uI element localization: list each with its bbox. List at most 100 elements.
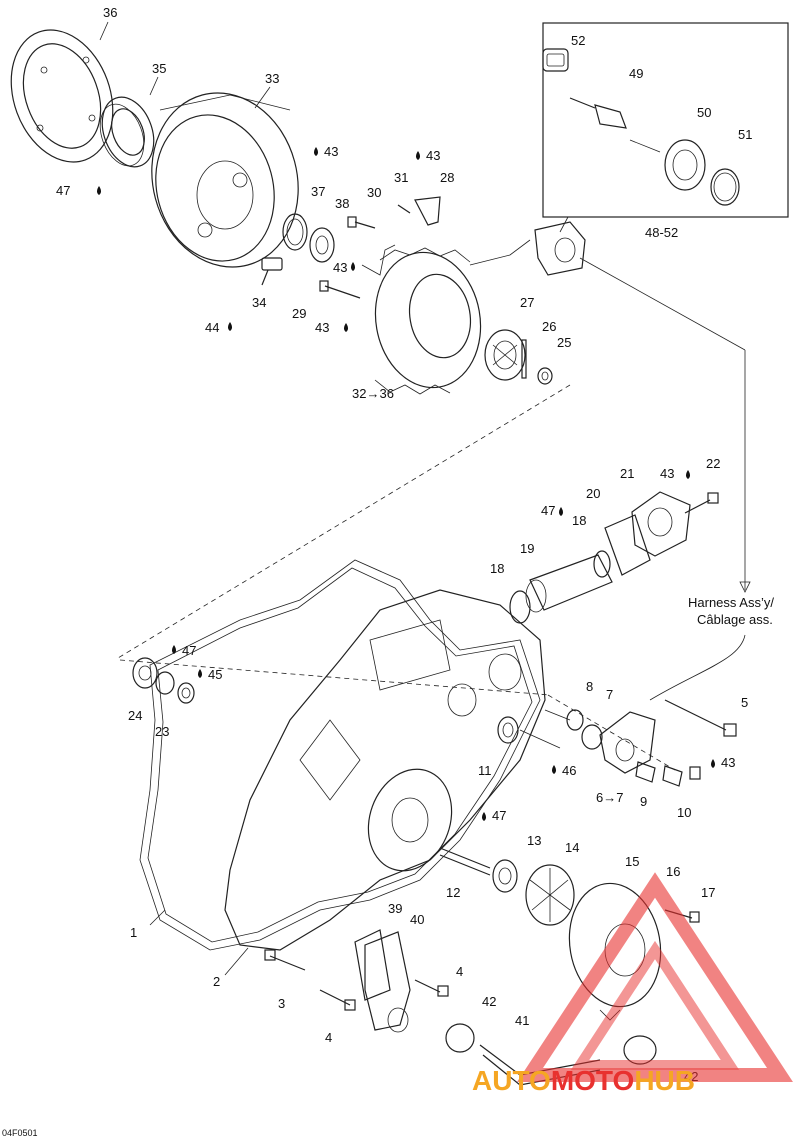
bushing-38 xyxy=(309,227,335,263)
stator-32-36 xyxy=(361,239,531,395)
harness-label-line2: Câblage ass. xyxy=(697,612,773,627)
callout-36: 36 xyxy=(103,5,117,20)
bolt-5 xyxy=(664,699,737,737)
callout-49: 49 xyxy=(629,66,643,81)
sensor-6-7 xyxy=(599,711,656,774)
bearing-27 xyxy=(484,329,526,381)
callout-44: 44 xyxy=(205,320,219,335)
shaft-12 xyxy=(439,847,491,876)
callout-20: 20 xyxy=(586,486,600,501)
callout-11: 11 xyxy=(478,763,492,778)
callout-14: 14 xyxy=(565,840,579,855)
bolt-22 xyxy=(684,492,719,514)
connector-block xyxy=(534,221,586,276)
callout-43: 43 xyxy=(315,320,329,335)
callout-39: 39 xyxy=(388,901,402,916)
o-ring-7 xyxy=(581,724,603,750)
sleeve-19 xyxy=(525,554,613,613)
bolt-30 xyxy=(347,216,376,229)
callout-45: 45 xyxy=(208,667,222,682)
bolt-4a xyxy=(319,989,356,1011)
callout-6-7: 6→7 xyxy=(596,790,623,805)
callout-8: 8 xyxy=(586,679,593,694)
clip-9 xyxy=(635,761,683,787)
callout-48-52: 48-52 xyxy=(645,225,678,240)
gasket-37 xyxy=(282,213,308,251)
callout-47: 47 xyxy=(56,183,70,198)
pin-26 xyxy=(521,339,527,379)
gasket-20 xyxy=(604,514,651,576)
bearing-24 xyxy=(132,657,158,689)
callout-10: 10 xyxy=(677,805,691,820)
washer-25 xyxy=(537,367,553,385)
bolt-4b xyxy=(414,979,449,997)
callout-43: 43 xyxy=(333,260,347,275)
detail-box-48-52 xyxy=(542,22,789,233)
thermostat-housing-40 xyxy=(364,931,411,1033)
seal-11 xyxy=(497,716,519,744)
callout-23: 23 xyxy=(155,724,169,739)
callout-35: 35 xyxy=(152,61,166,76)
callout-37: 37 xyxy=(311,184,325,199)
crankcase-cover-2 xyxy=(224,589,546,951)
callout-22: 22 xyxy=(706,456,720,471)
callout-1: 1 xyxy=(130,925,137,940)
callout-47: 47 xyxy=(492,808,506,823)
callout-43: 43 xyxy=(426,148,440,163)
callout-16: 16 xyxy=(666,864,680,879)
callout-43: 43 xyxy=(324,144,338,159)
callout-30: 30 xyxy=(367,185,381,200)
clamp-28 xyxy=(414,196,441,226)
callout-21: 21 xyxy=(620,466,634,481)
bolt-3 xyxy=(264,949,306,971)
callout-52: 52 xyxy=(571,33,585,48)
callout-32-36: 32→36 xyxy=(352,386,394,401)
o-ring-18a xyxy=(509,590,531,624)
impeller-14 xyxy=(525,864,575,926)
callout-2: 2 xyxy=(213,974,220,989)
sprag-clutch-35 xyxy=(99,96,155,168)
harness-assembly-note: Harness Ass’y/ Câblage ass. xyxy=(688,595,774,627)
bearing-24b xyxy=(155,671,175,695)
callout-9: 9 xyxy=(640,794,647,809)
callout-4: 4 xyxy=(325,1030,332,1045)
callout-47: 47 xyxy=(541,503,555,518)
callout-34: 34 xyxy=(252,295,266,310)
gasket-39 xyxy=(354,929,391,1001)
callout-4: 4 xyxy=(456,964,463,979)
callout-43: 43 xyxy=(660,466,674,481)
callout-24: 24 xyxy=(128,708,142,723)
callout-labels: 36 35 33 47 43 43 31 28 37 30 38 43 34 4… xyxy=(56,5,752,1084)
bolt-10 xyxy=(689,766,701,780)
callout-38: 38 xyxy=(335,196,349,211)
clamp-42b xyxy=(623,1035,657,1065)
callout-51: 51 xyxy=(738,127,752,142)
watermark-text: AUTOMOTOHUB xyxy=(472,1065,695,1096)
callout-13: 13 xyxy=(527,833,541,848)
o-ring-18b xyxy=(593,550,611,578)
screw-34 xyxy=(261,257,283,286)
flywheel-33 xyxy=(151,92,299,268)
figure-code: 04F0501 xyxy=(2,1128,38,1138)
callout-43: 43 xyxy=(721,755,735,770)
callout-7: 7 xyxy=(606,687,613,702)
callout-33: 33 xyxy=(265,71,279,86)
callout-47: 47 xyxy=(182,643,196,658)
clamp-42a xyxy=(445,1023,475,1053)
washer-8 xyxy=(566,709,584,731)
lubricant-drop-icons xyxy=(97,147,715,821)
callout-26: 26 xyxy=(542,319,556,334)
callout-19: 19 xyxy=(520,541,534,556)
callout-28: 28 xyxy=(440,170,454,185)
callout-42: 42 xyxy=(482,994,496,1009)
gasket-1 xyxy=(139,559,541,951)
automotohub-watermark-logo xyxy=(517,872,793,1082)
callout-18: 18 xyxy=(490,561,504,576)
water-pump-cover-21 xyxy=(631,491,691,557)
callout-5: 5 xyxy=(741,695,748,710)
callout-50: 50 xyxy=(697,105,711,120)
seal-13 xyxy=(492,859,518,893)
washer-23 xyxy=(177,682,195,704)
